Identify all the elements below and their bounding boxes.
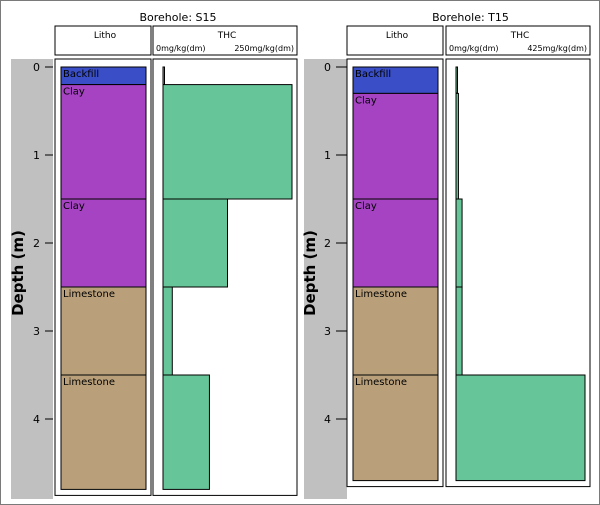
bh1-litho-label-3: Clay	[63, 201, 85, 212]
bh2-litho-layer-4	[352, 286, 439, 376]
bh1-thc-header: THC	[217, 31, 237, 41]
bh2-title: Borehole: T15	[432, 11, 509, 24]
bh2-thc-max-label: 425mg/kg(dm)	[527, 44, 587, 53]
bh1-depth-tick-label-0: 0	[33, 61, 40, 74]
bh1-thc-bar-3	[162, 198, 228, 288]
bh1-litho-layer-2	[60, 84, 147, 200]
bh2-litho-layer-2	[352, 92, 439, 200]
bh1-thc-max-label: 250mg/kg(dm)	[234, 44, 294, 53]
bh1-thc-bar-4	[162, 286, 173, 376]
bh2-litho-layer-3	[352, 198, 439, 288]
bh1-litho-label-5: Limestone	[63, 377, 115, 388]
bh1-title: Borehole: S15	[139, 11, 216, 24]
bh2-litho-header-box	[346, 25, 444, 56]
bh1-depth-tick-label-3: 3	[33, 325, 40, 338]
bh2-thc-min-label: 0mg/kg(dm)	[449, 44, 498, 53]
bh1-litho-label-1: Backfill	[63, 69, 99, 80]
bh2-thc-header: THC	[510, 31, 530, 41]
bh2-depth-tick-label-0: 0	[324, 61, 331, 74]
bh1-depth-tick-label-4: 4	[33, 413, 40, 426]
bh1-thc-bar-1	[162, 66, 165, 86]
bh2-litho-label-1: Backfill	[355, 69, 391, 80]
bh2-thc-bar-1	[455, 66, 458, 94]
bh2-depth-tick-label-3: 3	[324, 325, 331, 338]
bh1-litho-layer-3	[60, 198, 147, 288]
bh1-litho-label-2: Clay	[63, 87, 85, 98]
bh2-litho-label-2: Clay	[355, 95, 377, 106]
bh1-depth-axis-strip	[11, 59, 53, 499]
bh2-thc-bar-3	[455, 198, 463, 288]
bh1-thc-min-label: 0mg/kg(dm)	[156, 44, 205, 53]
bh2-thc-bar-4	[455, 286, 463, 376]
bh2-thc-bar-5	[455, 374, 586, 482]
bh1-thc-header-box	[152, 25, 298, 56]
bh1-thc-bar-5	[162, 374, 210, 490]
bh2-litho-label-5: Limestone	[355, 377, 407, 388]
bh1-litho-label-4: Limestone	[63, 289, 115, 300]
bh1-litho-header: Litho	[94, 31, 117, 41]
bh2-litho-layer-5	[352, 374, 439, 482]
bh2-litho-header: Litho	[386, 31, 409, 41]
bh2-thc-bar-2	[455, 92, 459, 200]
bh1-litho-layer-4	[60, 286, 147, 376]
bh2-depth-axis-strip	[304, 59, 347, 499]
bh2-y-axis-label: Depth (m)	[301, 230, 319, 316]
bh2-litho-label-4: Limestone	[355, 289, 407, 300]
bh1-depth-tick-label-2: 2	[33, 237, 40, 250]
bh1-depth-tick-label-1: 1	[33, 149, 40, 162]
bh2-depth-tick-label-1: 1	[324, 149, 331, 162]
bh2-litho-label-3: Clay	[355, 201, 377, 212]
bh1-thc-bar-2	[162, 84, 293, 200]
bh2-depth-tick-label-2: 2	[324, 237, 331, 250]
bh1-litho-layer-5	[60, 374, 147, 490]
bh1-y-axis-label: Depth (m)	[9, 230, 27, 316]
bh2-thc-header-box	[445, 25, 591, 56]
bh1-litho-header-box	[54, 25, 152, 56]
bh2-litho-layer-1	[352, 66, 439, 94]
bh2-depth-tick-label-4: 4	[324, 413, 331, 426]
